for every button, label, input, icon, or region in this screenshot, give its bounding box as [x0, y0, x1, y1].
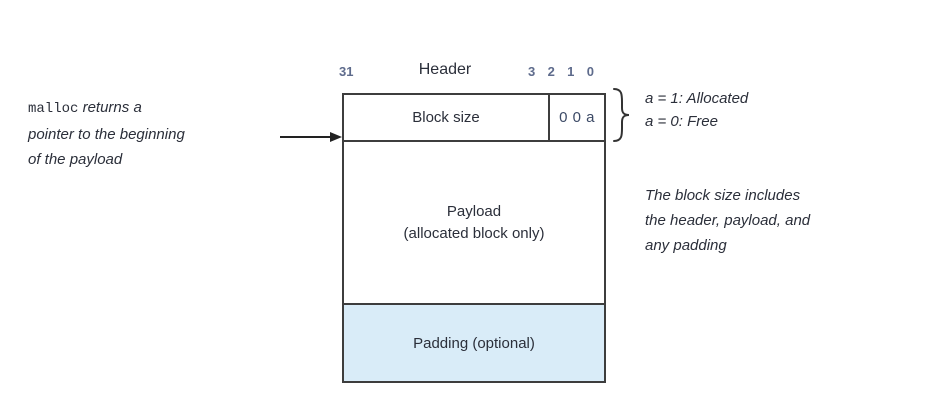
- malloc-note-line3: of the payload: [28, 151, 123, 168]
- allocated-flag-legend: a = 1: Allocated a = 0: Free: [645, 87, 748, 133]
- malloc-note-line1-rest: returns a: [78, 99, 142, 116]
- bit-label-1: 1: [567, 64, 575, 79]
- payload-label-line1: Payload: [446, 202, 502, 220]
- payload-label-line2: (allocated block only): [403, 224, 545, 242]
- malloc-note-line2: pointer to the beginning: [28, 126, 185, 143]
- allocated-flag-legend-line1: a = 1: Allocated: [645, 90, 749, 107]
- allocated-flag-legend-line2: a = 0: Free: [645, 113, 718, 130]
- header-row: Block size 0 0 a: [344, 95, 604, 142]
- bit-label-2: 2: [547, 64, 555, 79]
- header-label: Header: [418, 61, 472, 78]
- block-size-note-line2: the header, payload, and: [645, 212, 811, 229]
- malloc-note-line1: malloc returns a: [28, 95, 185, 122]
- block-size-note: The block size includes the header, payl…: [645, 183, 810, 258]
- bit-label-0: 0: [586, 64, 594, 79]
- bit-labels-3210: 3 2 1 0: [528, 64, 594, 79]
- payload-cell: Payload (allocated block only): [344, 142, 604, 305]
- allocated-flag-cell: 0 0 a: [559, 109, 595, 126]
- malloc-code-text: malloc: [28, 101, 79, 117]
- heap-block-diagram: Block size 0 0 a Payload (allocated bloc…: [342, 93, 606, 383]
- bit-label-3: 3: [528, 64, 536, 79]
- block-size-cell: Block size: [344, 95, 550, 140]
- malloc-pointer-note: malloc returns a pointer to the beginnin…: [28, 95, 185, 172]
- bit-label-31: 31: [339, 64, 354, 79]
- brace-icon: [613, 88, 630, 142]
- block-size-note-line1: The block size includes: [645, 187, 801, 204]
- arrow-right-icon: [280, 132, 342, 142]
- padding-cell: Padding (optional): [344, 305, 604, 381]
- block-size-note-line3: any padding: [645, 237, 727, 254]
